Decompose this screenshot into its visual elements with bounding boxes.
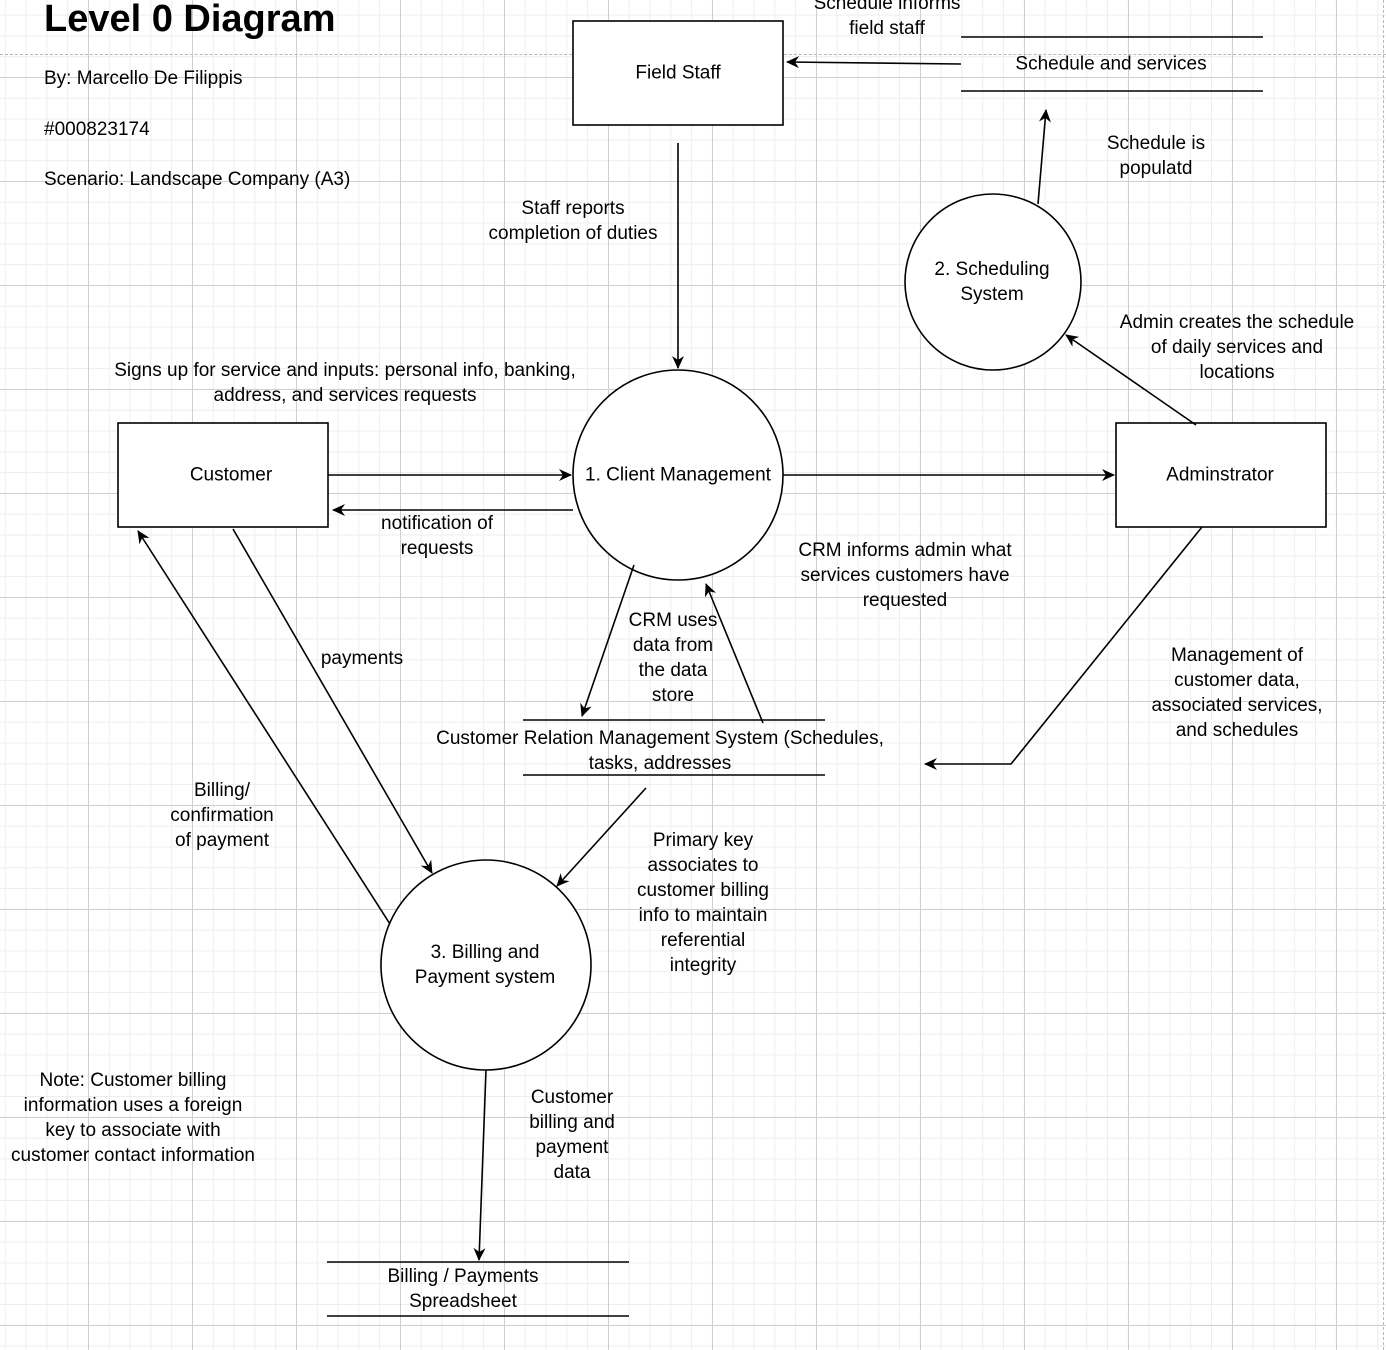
flow-crm-to-client-mgmt[interactable]: [705, 583, 764, 724]
scenario-label: Scenario: Landscape Company (A3): [44, 169, 351, 190]
schedule-services-label: Schedule and services: [1015, 53, 1207, 75]
page-break-vertical: [1383, 0, 1384, 1350]
administrator-label: Adminstrator: [1166, 464, 1274, 486]
author-label: By: Marcello De Filippis: [44, 68, 243, 89]
flow-client-mgmt-to-crm[interactable]: [580, 564, 635, 717]
process-scheduling-system[interactable]: [904, 193, 1082, 371]
page-title: Level 0 Diagram: [44, 0, 336, 40]
flow-label-signs-up: Signs up for service and inputs: persona…: [114, 360, 576, 406]
flow-billing-to-customer[interactable]: [137, 530, 391, 925]
flow-billing-to-spreadsheet[interactable]: [473, 1069, 487, 1261]
client-management-label: 1. Client Management: [585, 464, 771, 486]
entity-customer[interactable]: [117, 422, 329, 528]
flow-admin-to-scheduling[interactable]: [1065, 334, 1197, 426]
datastore-schedule-services[interactable]: [961, 36, 1263, 92]
datastore-billing-spreadsheet[interactable]: [327, 1261, 629, 1317]
id-number-label: #000823174: [44, 119, 150, 140]
datastore-crm[interactable]: [523, 719, 825, 776]
flow-admin-to-crm[interactable]: [924, 526, 1203, 770]
flow-schedule-to-field-staff[interactable]: [786, 56, 962, 69]
crm-store-label: Customer Relation Management System (Sch…: [436, 728, 884, 774]
flow-scheduling-to-store[interactable]: [1037, 109, 1051, 205]
entity-administrator[interactable]: [1115, 422, 1327, 528]
field-staff-label: Field Staff: [635, 62, 721, 84]
flow-customer-to-billing[interactable]: [232, 528, 433, 874]
customer-label: Customer: [189, 464, 273, 486]
flow-crm-to-billing[interactable]: [556, 787, 647, 887]
flow-label-payments: payments: [320, 648, 404, 669]
entity-field-staff[interactable]: [572, 20, 784, 126]
